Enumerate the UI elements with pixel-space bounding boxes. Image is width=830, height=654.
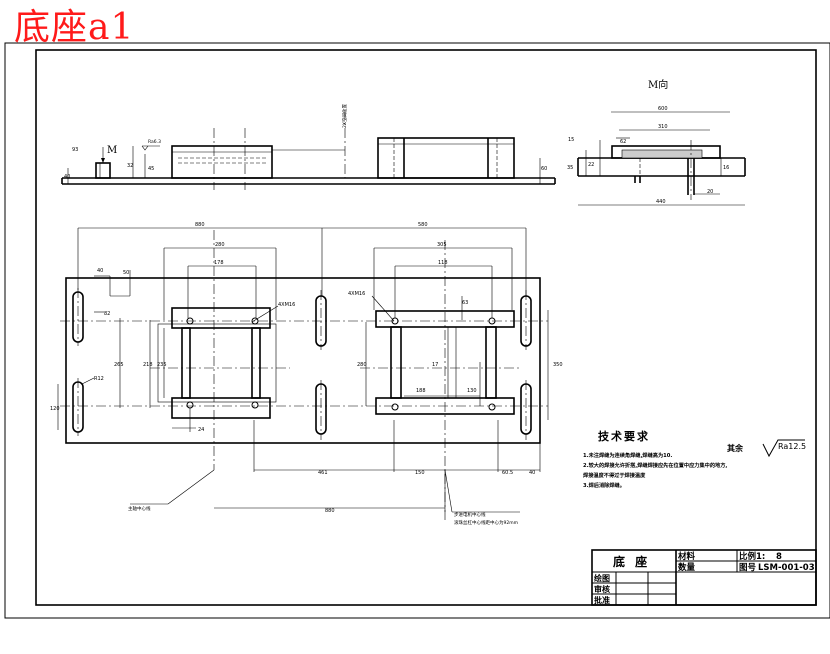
dim-small-63: 63 bbox=[462, 300, 468, 306]
quantity-label: 数量 bbox=[678, 562, 696, 573]
dim-93: 93 bbox=[72, 147, 78, 153]
plan-view bbox=[57, 227, 549, 520]
part-name: 底 座 bbox=[613, 554, 650, 569]
dim-bottom-60: 60.5 bbox=[502, 470, 513, 476]
tech-line-2: 2.较大的焊接允许折搭,焊缝焊接应先在位置中应力集中的地方, bbox=[583, 461, 727, 469]
scale-label: 比例1: bbox=[739, 551, 765, 562]
dim-side-40: 40 bbox=[64, 174, 70, 180]
tech-line-3: 焊接温度不得过于焊接温度 bbox=[583, 471, 646, 479]
inner-border bbox=[35, 49, 817, 606]
outer-border bbox=[4, 42, 830, 619]
tech-line-1: 1.未注焊缝为连续角焊缝,焊缝高为10. bbox=[583, 451, 672, 459]
dim-slot-h: 50 bbox=[123, 270, 129, 276]
drawing-no-label: 图号 bbox=[739, 563, 757, 573]
dim-left-h4: 120 bbox=[50, 406, 60, 412]
m-arrow-label: M bbox=[107, 145, 117, 156]
dim-top-right-inner: 305 bbox=[437, 242, 447, 248]
tech-heading: 技术要求 bbox=[598, 429, 650, 443]
m-view-label: M向 bbox=[648, 78, 668, 91]
dim-top-total: 880 bbox=[195, 222, 205, 228]
hole-spec-1: 4XM16 bbox=[278, 302, 295, 308]
tech-roughness: Ra12.5 bbox=[778, 442, 806, 451]
leader-spindle-centerline: 主轴中心线 bbox=[128, 505, 151, 512]
dim-side-32: 32 bbox=[127, 163, 133, 169]
leader-stepper-centerline: 步进电机中心线 bbox=[454, 511, 486, 518]
dim-top-left-inner2: 178 bbox=[214, 260, 224, 266]
drawn-label: 绘图 bbox=[594, 573, 610, 583]
roughness-small: Ra6.3 bbox=[148, 139, 161, 145]
front-view bbox=[61, 110, 556, 190]
mv-440: 440 bbox=[656, 199, 666, 205]
mv-15: 15 bbox=[568, 137, 574, 143]
dim-bottom-461: 461 bbox=[318, 470, 328, 476]
mv-62: 62 bbox=[620, 139, 626, 145]
dim-center-17: 17 bbox=[432, 362, 438, 368]
side-position-text: 2X空间位置 bbox=[341, 104, 348, 128]
dim-slot-r: R12 bbox=[94, 376, 104, 382]
dim-24: 24 bbox=[198, 427, 204, 433]
dim-bottom-total: 880 bbox=[325, 508, 335, 514]
leader-ballscrew-centerline: 滚珠丝杠中心线距中心为92mm bbox=[454, 519, 518, 526]
mv-310: 310 bbox=[658, 124, 668, 130]
dim-left-h2: 218 bbox=[143, 362, 153, 368]
roughness-symbol bbox=[762, 439, 805, 458]
dim-bottom-150: 150 bbox=[415, 470, 425, 476]
check-label: 审核 bbox=[594, 584, 610, 594]
dim-top-left-inner: 280 bbox=[215, 242, 225, 248]
dim-130: 130 bbox=[467, 388, 477, 394]
mv-35: 35 bbox=[567, 165, 573, 171]
tech-other-label: 其余 bbox=[727, 443, 744, 453]
drawing-corner-title: 底座a1 bbox=[14, 7, 135, 48]
approve-label: 批准 bbox=[594, 595, 610, 605]
title-block bbox=[591, 549, 817, 606]
mv-22: 22 bbox=[588, 162, 594, 168]
dim-side-45: 45 bbox=[148, 166, 154, 172]
dim-left-h3: 235 bbox=[157, 362, 167, 368]
dim-top-right-total: 580 bbox=[418, 222, 428, 228]
mv-16: 16 bbox=[723, 165, 729, 171]
scale-value: 8 bbox=[776, 552, 782, 562]
mv-20: 20 bbox=[707, 189, 713, 195]
dim-slot-w: 40 bbox=[97, 268, 103, 274]
dim-top-right-inner2: 118 bbox=[438, 260, 448, 266]
dim-right-h: 350 bbox=[553, 362, 563, 368]
dim-side-60: 60 bbox=[541, 166, 547, 172]
dim-left-h1: 265 bbox=[114, 362, 124, 368]
drawing-no-value: LSM-001-03 bbox=[758, 563, 815, 573]
dim-82: 82 bbox=[104, 311, 110, 317]
m-view bbox=[577, 111, 746, 206]
material-label: 材料 bbox=[677, 551, 696, 562]
dim-mid-h: 280 bbox=[357, 362, 367, 368]
dim-bottom-40: 40 bbox=[529, 470, 535, 476]
tech-line-4: 3.焊后消除焊缝。 bbox=[583, 481, 625, 489]
dim-188: 188 bbox=[416, 388, 426, 394]
mv-600: 600 bbox=[658, 106, 668, 112]
hole-spec-2: 4XM16 bbox=[348, 291, 365, 297]
